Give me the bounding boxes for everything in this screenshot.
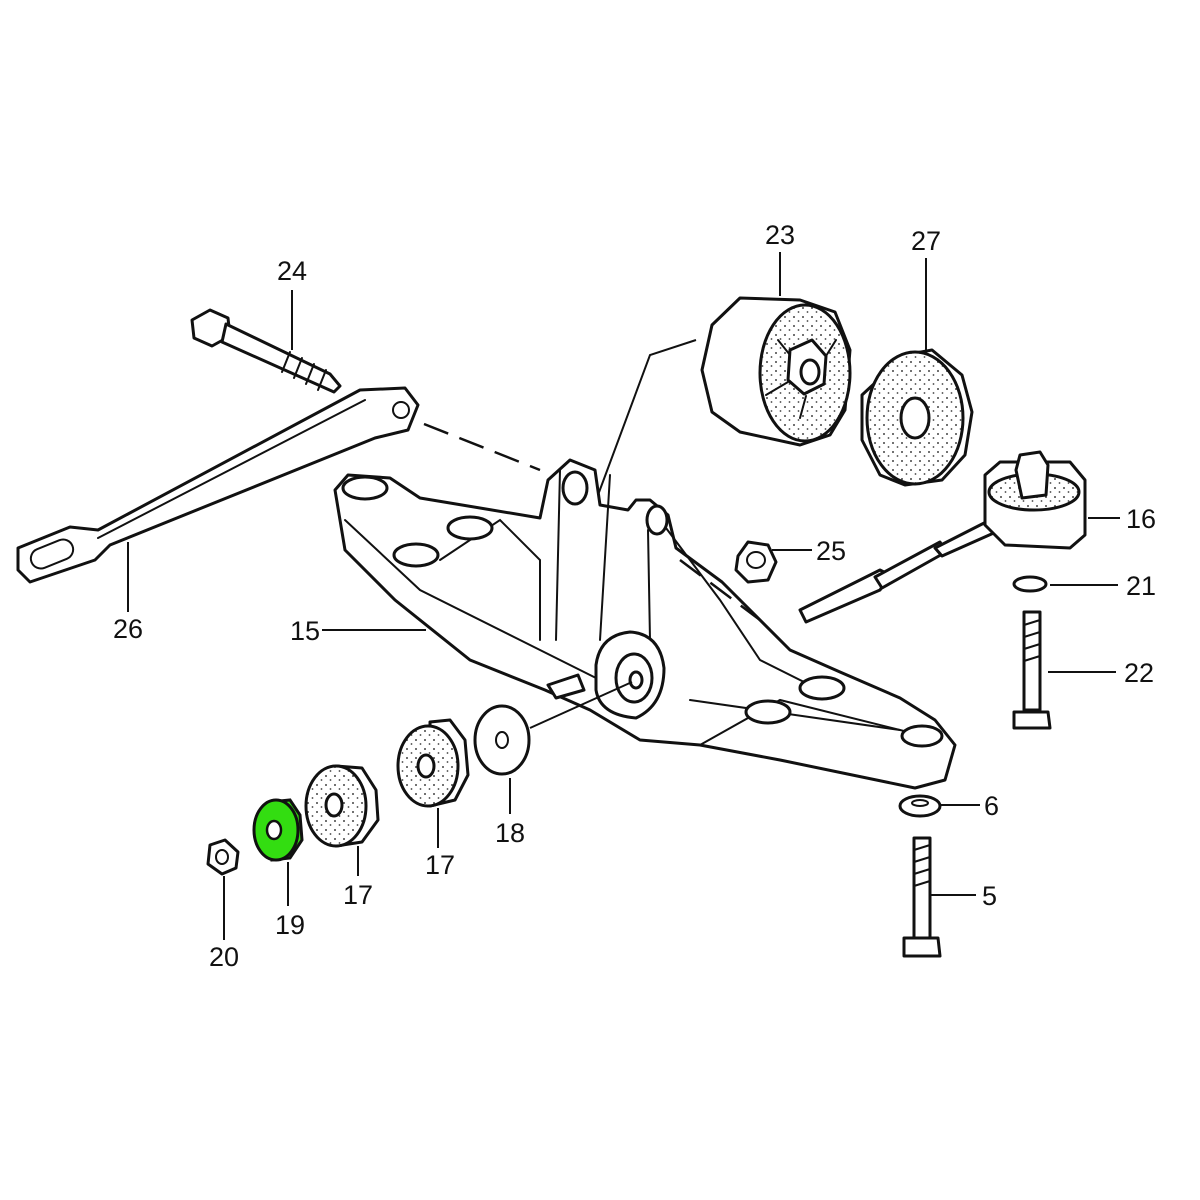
callout-15: 15 [290, 616, 320, 646]
callout-5: 5 [982, 881, 997, 911]
assembly-line [597, 339, 697, 496]
bushing-part-17-upper[interactable] [396, 718, 470, 808]
leader-lines [127, 252, 1120, 940]
nut-part-20[interactable] [206, 838, 240, 876]
callout-17-lower: 17 [343, 880, 373, 910]
bolt-part-24[interactable] [190, 308, 342, 394]
callout-20: 20 [209, 942, 239, 972]
assembly-line [679, 559, 761, 621]
callout-16: 16 [1126, 504, 1156, 534]
washer-part-19-highlighted[interactable] [252, 798, 304, 862]
callout-6: 6 [984, 791, 999, 821]
callout-18: 18 [495, 818, 525, 848]
callout-labels: 23 27 24 16 25 21 26 15 22 6 18 17 17 5 … [113, 220, 1156, 972]
callout-25: 25 [816, 536, 846, 566]
assembly-line [423, 422, 541, 472]
washer-part-27[interactable] [860, 348, 974, 487]
callout-27: 27 [911, 226, 941, 256]
bushing-part-17-lower[interactable] [304, 764, 380, 848]
callout-21: 21 [1126, 571, 1156, 601]
callout-24: 24 [277, 256, 307, 286]
callout-22: 22 [1124, 658, 1154, 688]
washer-part-21[interactable] [1012, 575, 1048, 593]
washer-part-18[interactable] [473, 704, 531, 776]
callout-23: 23 [765, 220, 795, 250]
washer-part-6[interactable] [898, 794, 942, 818]
callout-26: 26 [113, 614, 143, 644]
engine-mount-part-23[interactable] [700, 296, 852, 447]
crossmember-part-15[interactable] [333, 458, 957, 790]
rubber-mount-part-16[interactable] [798, 450, 1087, 624]
bolt-part-5[interactable] [902, 836, 942, 958]
callout-17-upper: 17 [425, 850, 455, 880]
strut-bar-part-26[interactable] [16, 386, 420, 584]
bolt-part-22[interactable] [1012, 610, 1052, 730]
nut-part-25[interactable] [734, 540, 778, 584]
callout-19: 19 [275, 910, 305, 940]
assembly-line [529, 681, 633, 729]
